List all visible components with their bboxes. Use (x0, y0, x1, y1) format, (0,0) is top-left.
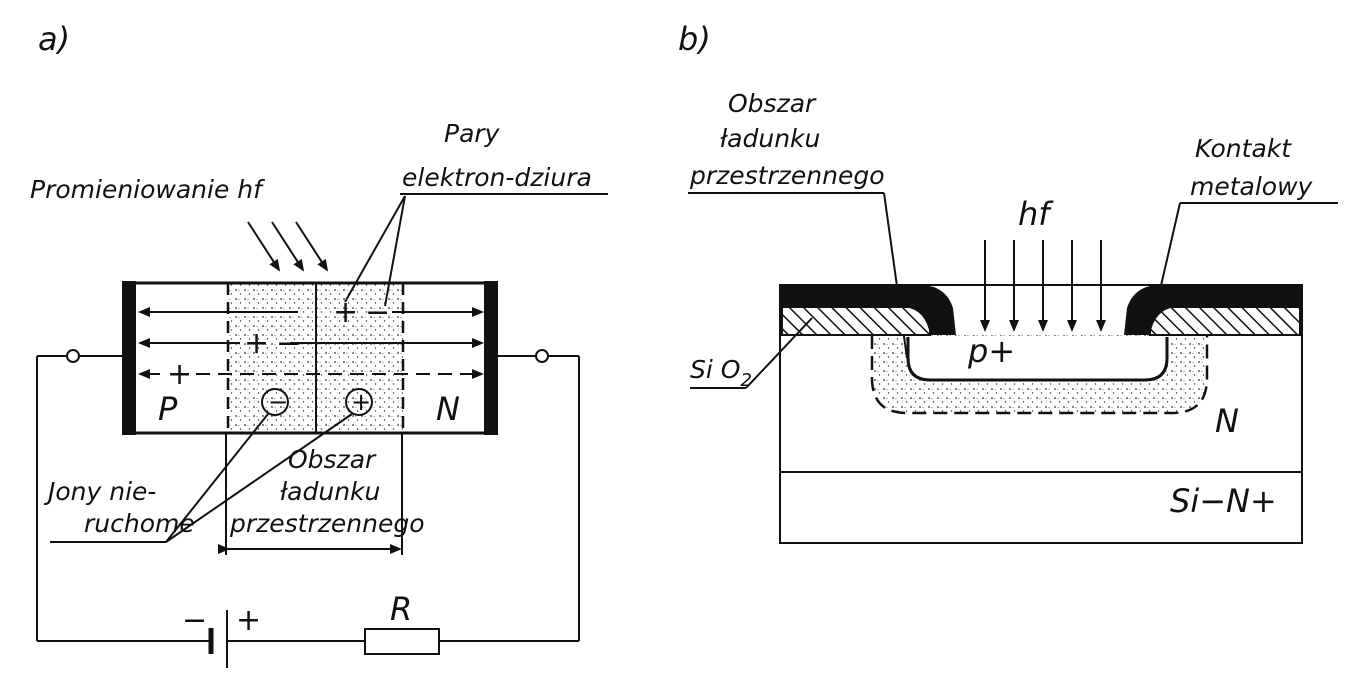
p-region-label: P (158, 390, 178, 428)
external-circuit: − + R (36, 349, 580, 668)
negative-ion-sign: − (268, 388, 288, 416)
panel-b: b) Obszar ładunku przestrzennego Kontakt… (678, 20, 1338, 544)
space-charge-label-line3: przestrzennego (229, 509, 425, 538)
p-plus-region (908, 337, 1167, 380)
space-charge-label-line2: ładunku (280, 477, 380, 506)
metal-contact-right (1124, 285, 1302, 335)
space-charge-label-b-line2: ładunku (720, 124, 820, 153)
resistor-label: R (390, 590, 412, 628)
sio2-layer-left (781, 306, 931, 336)
sio2-label-subscript: 2 (740, 370, 751, 391)
device-cross-section (779, 284, 1303, 544)
radiation-arrows (247, 221, 329, 272)
panel-a-label: a) (38, 20, 70, 58)
ions-leader-1 (165, 413, 269, 543)
photon-arrow (295, 221, 329, 272)
space-charge-label-b-line3: przestrzennego (689, 161, 885, 190)
positive-ion-sign: + (351, 388, 371, 416)
substrate-label: Si−N+ (1170, 482, 1277, 520)
sio2-label: Si O2 (690, 355, 752, 391)
depletion-edge-b (870, 335, 1209, 415)
contact-leader (1159, 202, 1181, 291)
contact-label-line2: metalowy (1190, 172, 1314, 201)
carrier-electron: − (276, 326, 301, 361)
battery-minus-sign: − (182, 603, 207, 638)
panel-a: a) Promieniowanie hf Pary elektron-dziur… (30, 20, 608, 668)
metal-contact-left (780, 285, 956, 335)
space-charge-label-line1: Obszar (288, 445, 377, 474)
space-charge-label-b-line1: Obszar (728, 89, 817, 118)
sio2-label-main: Si O (690, 355, 740, 384)
ions-label-line2: ruchome (84, 509, 195, 538)
carrier-hole: + (167, 357, 192, 392)
pairs-label-line1: Pary (444, 119, 501, 148)
terminal-right (535, 349, 549, 363)
radiation-label-b: hf (1018, 195, 1054, 233)
left-electrode (122, 281, 136, 435)
negative-ion-symbol (261, 388, 289, 416)
carrier-electron: − (365, 295, 390, 330)
n-region-label-b: N (1215, 402, 1239, 440)
radiation-label: Promieniowanie hf (30, 175, 265, 204)
terminal-left (66, 349, 80, 363)
p-plus-boundary (906, 337, 1169, 382)
photon-arrow (271, 221, 305, 272)
battery-plus-sign: + (236, 603, 261, 638)
ions-leader-2 (165, 413, 353, 543)
sio2-layer-right (1149, 306, 1301, 336)
positive-ion-symbol (345, 388, 373, 416)
resistor-symbol (364, 628, 440, 655)
n-region-label: N (436, 390, 460, 428)
right-electrode (484, 281, 498, 435)
p-plus-label: p+ (967, 332, 1015, 370)
carrier-arrows (138, 307, 484, 379)
sio2-leader (745, 317, 813, 389)
pairs-label-line2: elektron-dziura (402, 163, 592, 192)
carrier-hole: + (333, 295, 358, 330)
carrier-hole: + (244, 326, 269, 361)
panel-b-label: b) (678, 20, 711, 58)
contact-label-line1: Kontakt (1195, 134, 1292, 163)
photon-arrow (247, 221, 281, 272)
ions-label-line1: Jony nie- (43, 477, 156, 506)
